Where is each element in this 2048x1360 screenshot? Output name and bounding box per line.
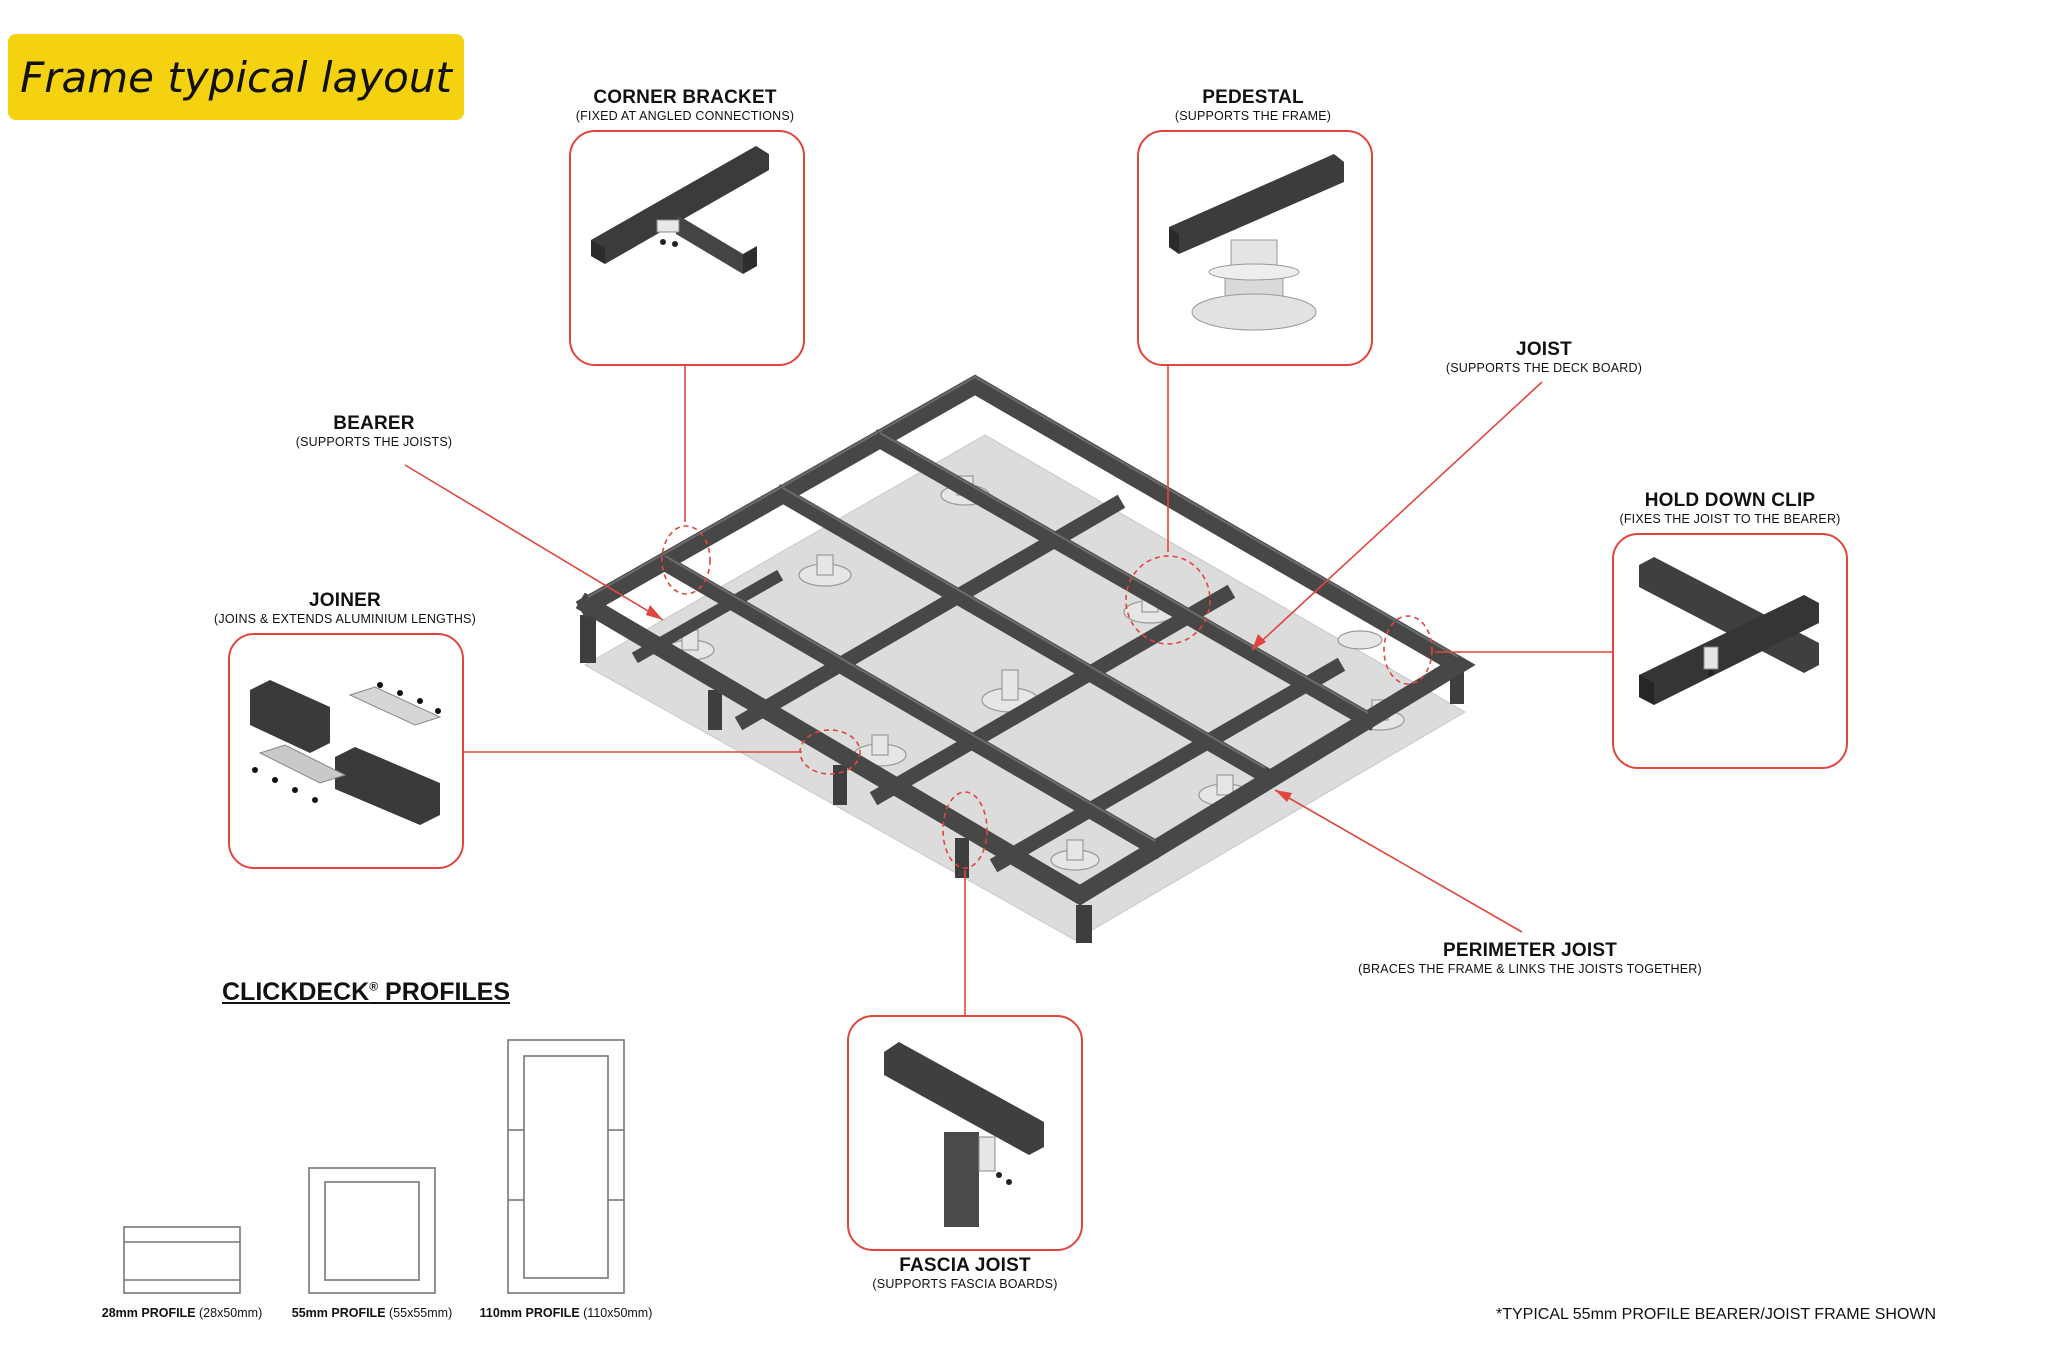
fascia-joist-title: FASCIA JOIST	[899, 1255, 1031, 1276]
title-badge: Frame typical layout	[8, 34, 464, 120]
profiles-heading-suffix: PROFILES	[385, 978, 511, 1006]
profile-110mm-drawing	[507, 1039, 625, 1294]
fascia-joist-subtitle: (SUPPORTS FASCIA BOARDS)	[872, 1277, 1058, 1291]
bearer-title: BEARER	[333, 413, 415, 434]
hold-down-clip-detail	[1612, 533, 1848, 769]
joiner-detail	[228, 633, 464, 869]
footnote: *TYPICAL 55mm PROFILE BEARER/JOIST FRAME…	[1496, 1306, 1937, 1323]
pedestal-subtitle: (SUPPORTS THE FRAME)	[1174, 109, 1332, 123]
corner-bracket-detail	[569, 130, 805, 366]
corner-bracket-title: CORNER BRACKET	[593, 87, 777, 108]
joist-subtitle: (SUPPORTS THE DECK BOARD)	[1445, 361, 1643, 375]
profile-55mm-drawing	[308, 1167, 436, 1294]
page-title: Frame typical layout	[20, 52, 452, 102]
frame-beams	[575, 374, 1476, 906]
profile-28mm-label: 28mm PROFILE (28x50mm)	[101, 1306, 263, 1320]
registered-mark: ®	[369, 979, 379, 994]
profile-110mm-label: 110mm PROFILE (110x50mm)	[479, 1306, 653, 1320]
fascia-joist-detail	[847, 1015, 1083, 1251]
pedestal-detail	[1137, 130, 1373, 366]
hold-down-clip-title: HOLD DOWN CLIP	[1644, 490, 1816, 511]
joist-title: JOIST	[1516, 339, 1572, 360]
perimeter-joist-title: PERIMETER JOIST	[1442, 940, 1618, 961]
joiner-title: JOINER	[309, 590, 381, 611]
perimeter-joist-subtitle: (BRACES THE FRAME & LINKS THE JOISTS TOG…	[1358, 962, 1702, 976]
profiles-heading: CLICKDECK® PROFILES	[222, 978, 510, 1007]
hold-down-clip-subtitle: (FIXES THE JOIST TO THE BEARER)	[1619, 512, 1841, 526]
joiner-subtitle: (JOINS & EXTENDS ALUMINIUM LENGTHS)	[214, 612, 476, 626]
corner-bracket-subtitle: (FIXED AT ANGLED CONNECTIONS)	[575, 109, 795, 123]
frame-legs	[580, 615, 1464, 943]
profiles-heading-brand: CLICKDECK	[222, 978, 370, 1006]
ground-sheet	[583, 434, 1466, 941]
profile-55mm-label: 55mm PROFILE (55x55mm)	[291, 1306, 453, 1320]
highlight-circles	[661, 525, 1433, 869]
leader-lines	[404, 365, 1614, 1017]
profile-28mm-drawing	[123, 1226, 241, 1294]
pedestal-title: PEDESTAL	[1202, 87, 1304, 108]
bearer-subtitle: (SUPPORTS THE JOISTS)	[295, 435, 453, 449]
